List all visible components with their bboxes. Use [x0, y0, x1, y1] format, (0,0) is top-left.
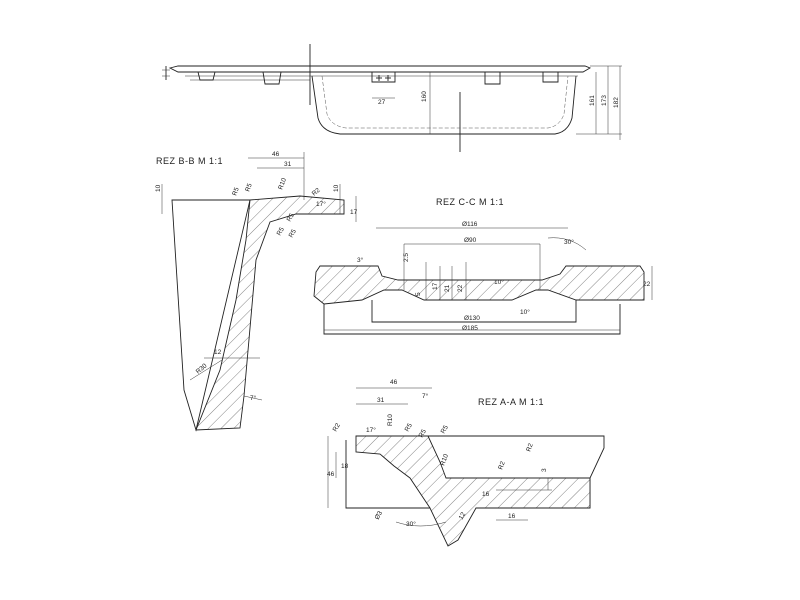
aa-dim-r5-a: R5 — [404, 422, 414, 433]
bb-dim-r2: R2 — [311, 187, 322, 198]
bb-dim-17deg: 17° — [316, 200, 326, 208]
aa-dim-d3: Ø3 — [374, 510, 385, 521]
aa-dim-17deg: 17° — [366, 426, 376, 434]
top-dim-161: 161 — [589, 95, 596, 106]
aa-dim-r5-b: R5 — [418, 428, 428, 439]
cc-dim-d185: Ø185 — [462, 325, 478, 332]
cc-dim-22: 22 — [457, 284, 464, 292]
aa-dim-16-a: 16 — [482, 491, 490, 498]
section-bb-title: REZ B-B M 1:1 — [156, 156, 223, 166]
top-dim-160: 160 — [421, 91, 428, 102]
bb-dim-r10: R10 — [277, 177, 288, 191]
section-cc-title: REZ C-C M 1:1 — [436, 197, 504, 207]
aa-dim-r2-b: R2 — [497, 460, 507, 471]
bb-dim-46: 46 — [272, 151, 280, 158]
aa-dim-46: 46 — [390, 379, 398, 386]
aa-dim-r10-b: R10 — [439, 453, 450, 467]
aa-dim-r2: R2 — [332, 422, 342, 433]
bb-dim-17: 17 — [350, 209, 358, 216]
aa-dim-r10: R10 — [387, 414, 394, 426]
top-view-sink: 27 160 161 173 182 — [162, 44, 622, 152]
cc-dim-17: 17 — [432, 282, 439, 290]
bb-dim-r5-b: R5 — [244, 182, 254, 193]
bb-dim-r5-c: R5 — [286, 212, 296, 223]
aa-dim-16-b: 16 — [508, 513, 516, 520]
cc-dim-10deg-b: 10° — [520, 308, 530, 316]
section-aa: REZ A-A M 1:1 46 31 7° R2 17° R10 R5 R5 … — [327, 379, 605, 547]
cc-dim-22-right: 22 — [643, 281, 651, 288]
aa-dim-7deg: 7° — [422, 392, 429, 400]
cc-dim-d130: Ø130 — [464, 315, 480, 322]
section-bb: REZ B-B M 1:1 46 31 10 R5 R5 R10 R2 10 1… — [155, 151, 358, 432]
bb-dim-12: 12 — [214, 349, 222, 356]
aa-dim-12: 12 — [458, 511, 468, 521]
cc-dim-5: 5 — [415, 292, 422, 296]
cc-dim-2_5: 2.5 — [403, 253, 410, 262]
cc-dim-21: 21 — [444, 284, 451, 292]
aa-dim-46-vertical: 46 — [327, 471, 335, 478]
bb-dim-10-right: 10 — [333, 184, 340, 192]
bb-dim-10-left: 10 — [155, 184, 162, 192]
cc-dim-d90: Ø90 — [464, 237, 477, 244]
aa-dim-r5-c: R5 — [440, 424, 450, 435]
cc-dim-3deg: 3° — [357, 256, 364, 264]
cc-dim-d116: Ø116 — [462, 221, 478, 228]
bb-dim-r5-e: R5 — [288, 228, 298, 239]
bb-dim-7deg: 7° — [250, 394, 257, 402]
aa-dim-18: 18 — [341, 463, 349, 470]
bb-dim-r30: R30 — [195, 362, 209, 375]
section-cc: REZ C-C M 1:1 Ø116 Ø90 30° 3° 2.5 5 17 2… — [313, 197, 653, 335]
aa-dim-r2-c: R2 — [525, 442, 535, 453]
cc-dim-30deg: 30° — [564, 238, 574, 246]
top-dim-182: 182 — [613, 97, 620, 108]
aa-dim-3: 3 — [541, 468, 548, 472]
section-aa-title: REZ A-A M 1:1 — [478, 397, 544, 407]
bb-dim-r5-a: R5 — [231, 186, 241, 197]
aa-dim-30deg: 30° — [406, 520, 416, 528]
bb-dim-r5-d: R5 — [276, 226, 286, 237]
aa-dim-31: 31 — [377, 397, 385, 404]
top-dim-173: 173 — [601, 95, 608, 106]
cc-dim-10deg-a: 10° — [494, 278, 504, 286]
bb-dim-31: 31 — [284, 161, 292, 168]
top-dim-27: 27 — [378, 99, 386, 106]
